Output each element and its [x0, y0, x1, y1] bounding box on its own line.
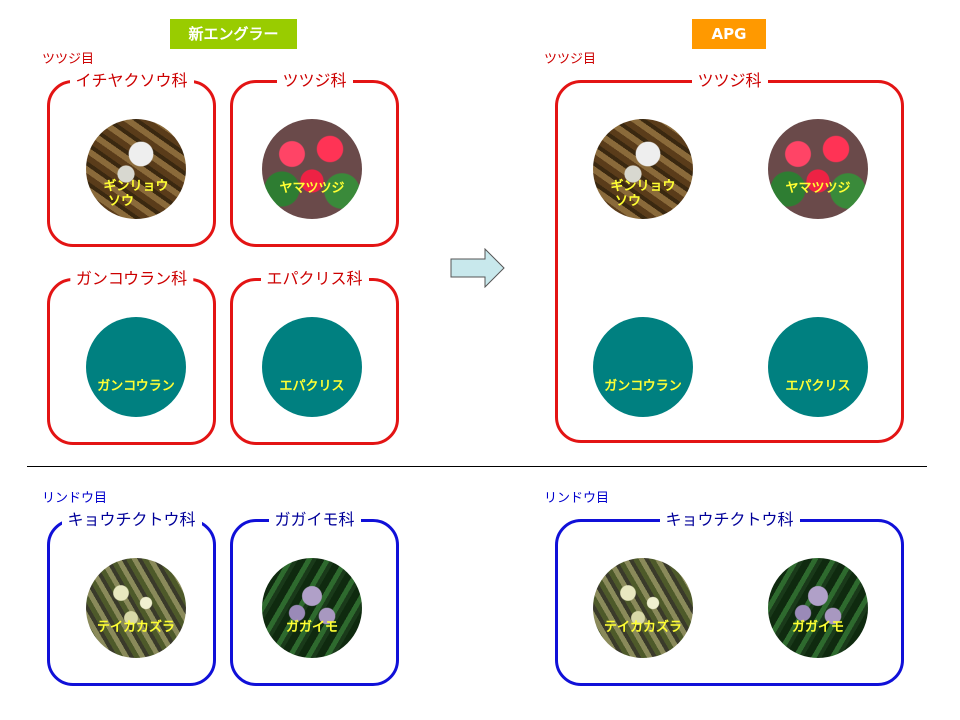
- plant-circle-teikakazura-right: テイカカズラ: [593, 558, 693, 658]
- plant-label-teikakazura: テイカカズラ: [96, 620, 175, 635]
- family-box-epakurisu: エパクリス科 エパクリス: [230, 267, 399, 445]
- plant-label-gagaimo-right: ガガイモ: [791, 620, 844, 635]
- family-label-tsutsuji-right: ツツジ科: [691, 69, 768, 93]
- plant-circle-ginryousou: ギンリョウ ソウ: [86, 119, 186, 219]
- plant-circle-gankouran: ガンコウラン: [86, 317, 186, 417]
- family-label-gagaimo: ガガイモ科: [268, 508, 361, 532]
- family-box-kyouchikutou-right: キョウチクトウ科 テイカカズラ ガガイモ: [555, 508, 904, 686]
- family-box-gankouran: ガンコウラン科 ガンコウラン: [47, 267, 216, 445]
- header-apg: APG: [692, 19, 766, 49]
- plant-label-epakurisu: エパクリス: [279, 379, 345, 394]
- plant-circle-gankouran-right: ガンコウラン: [593, 317, 693, 417]
- plant-label-ginryousou-right-2: ソウ: [615, 194, 642, 209]
- family-label-kyouchikutou-left: キョウチクトウ科: [61, 508, 202, 532]
- section-divider: [27, 466, 927, 467]
- plant-label-gankouran-right: ガンコウラン: [604, 379, 682, 394]
- plant-circle-ginryousou-right: ギンリョウ ソウ: [593, 119, 693, 219]
- plant-label-ginryousou-right-1: ギンリョウ: [610, 179, 676, 194]
- right-arrow-icon: [450, 248, 505, 288]
- family-label-kyouchikutou-right: キョウチクトウ科: [659, 508, 800, 532]
- family-label-ichiyakusou: イチヤクソウ科: [69, 69, 194, 93]
- family-box-kyouchikutou-left: キョウチクトウ科 テイカカズラ: [47, 508, 216, 686]
- plant-label-teikakazura-right: テイカカズラ: [603, 620, 682, 635]
- order-label-rindou-right: リンドウ目: [544, 491, 610, 506]
- plant-circle-gagaimo: ガガイモ: [262, 558, 362, 658]
- family-label-tsutsuji-left: ツツジ科: [276, 69, 353, 93]
- family-box-tsutsuji-right: ツツジ科 ギンリョウ ソウ ヤマツツジ ガンコウラン エパクリス: [555, 69, 904, 443]
- plant-label-ginryousou-2: ソウ: [108, 194, 135, 209]
- family-label-gankouran: ガンコウラン科: [69, 267, 194, 291]
- order-label-rindou-left: リンドウ目: [42, 491, 108, 506]
- family-label-epakurisu: エパクリス科: [260, 267, 369, 291]
- header-shin-engler: 新エングラー: [170, 19, 297, 49]
- family-box-tsutsuji-left: ツツジ科 ヤマツツジ: [230, 69, 399, 247]
- family-box-ichiyakusou: イチヤクソウ科 ギンリョウ ソウ: [47, 69, 216, 247]
- plant-label-gagaimo: ガガイモ: [285, 620, 338, 635]
- plant-circle-yamatsutsuji-right: ヤマツツジ: [768, 119, 868, 219]
- plant-circle-epakurisu: エパクリス: [262, 317, 362, 417]
- order-label-tsutsuji-right: ツツジ目: [544, 52, 597, 67]
- plant-circle-gagaimo-right: ガガイモ: [768, 558, 868, 658]
- plant-circle-epakurisu-right: エパクリス: [768, 317, 868, 417]
- plant-circle-teikakazura: テイカカズラ: [86, 558, 186, 658]
- plant-circle-yamatsutsuji: ヤマツツジ: [262, 119, 362, 219]
- plant-label-epakurisu-right: エパクリス: [785, 379, 851, 394]
- plant-label-gankouran: ガンコウラン: [97, 379, 175, 394]
- family-box-gagaimo: ガガイモ科 ガガイモ: [230, 508, 399, 686]
- plant-label-yamatsutsuji: ヤマツツジ: [279, 181, 345, 196]
- plant-label-ginryousou-1: ギンリョウ: [103, 179, 169, 194]
- order-label-tsutsuji-left: ツツジ目: [42, 52, 95, 67]
- plant-label-yamatsutsuji-right: ヤマツツジ: [785, 181, 851, 196]
